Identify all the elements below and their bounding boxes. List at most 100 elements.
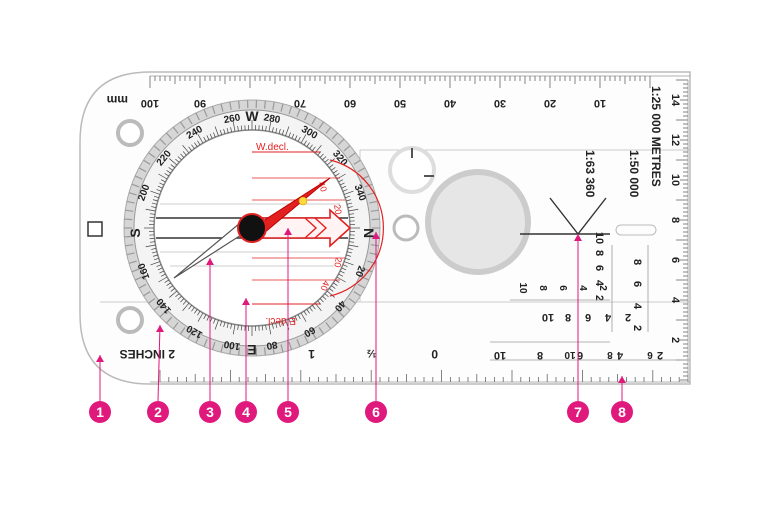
bezel-tick — [261, 325, 264, 331]
bezel-tick — [341, 267, 347, 271]
bezel-tick — [169, 158, 178, 166]
knurl — [143, 159, 151, 165]
row3-label: 8 — [537, 349, 543, 361]
bezel-tick — [158, 276, 168, 283]
bezel-tick — [153, 257, 159, 261]
knurl — [159, 138, 167, 146]
right-scale-label: 10 — [669, 174, 681, 186]
magnifier-lens — [425, 169, 531, 275]
bezel-tick — [153, 195, 159, 199]
knurl — [238, 347, 241, 356]
knurl — [172, 126, 179, 134]
knurl — [325, 126, 332, 134]
lanyard-square — [87, 221, 103, 237]
right-scale-label: 6 — [669, 257, 681, 263]
top-ruler-label: 60 — [344, 97, 356, 109]
bezel-tick — [333, 282, 338, 286]
bezel-tick — [188, 305, 192, 310]
callout-number: 8 — [618, 404, 626, 420]
row3-label: 6 — [577, 349, 583, 361]
knurl — [263, 347, 266, 356]
knurl — [148, 152, 156, 158]
row1-label: 2 — [597, 285, 608, 291]
bezel-tick — [149, 237, 155, 240]
bezel-tick — [324, 158, 329, 163]
knurl — [357, 283, 366, 289]
callout-number: 5 — [284, 404, 292, 420]
bezel-tick — [343, 190, 354, 195]
bezel-tick — [232, 324, 236, 335]
bezel-tick — [324, 293, 329, 298]
bezel-tick — [168, 167, 173, 171]
bezel-cardinal-e: E — [247, 342, 256, 358]
decl-tick-20a: 20 — [332, 204, 344, 216]
scale-63360-label: 4 — [593, 280, 605, 287]
bezel-tick — [265, 125, 267, 132]
bezel-tick — [347, 202, 353, 205]
top-ruler-label: 20 — [544, 97, 556, 109]
callout-arrowhead — [284, 228, 292, 235]
bezel-tick — [319, 298, 324, 303]
callout-arrowhead — [372, 232, 380, 239]
row3b-label: 6 — [647, 349, 653, 360]
knurl — [370, 244, 379, 247]
bezel-tick — [281, 129, 285, 135]
bezel-tick — [343, 261, 354, 266]
bezel-tick — [348, 241, 355, 243]
bezel-tick — [156, 189, 162, 192]
knurl — [179, 327, 186, 335]
bezel-tick — [203, 314, 207, 320]
knurl — [280, 344, 284, 353]
callout-circle — [567, 401, 589, 423]
knurl — [238, 100, 241, 109]
bezel-tick — [297, 136, 301, 142]
row1-label: 10 — [517, 282, 528, 294]
bezel-tick — [348, 244, 359, 248]
knurl — [124, 235, 133, 238]
knurl — [288, 106, 293, 115]
callout-circle — [277, 401, 299, 423]
bezel-tick — [149, 241, 156, 243]
knurl — [138, 283, 147, 289]
bezel-tick — [197, 134, 204, 144]
bezel-tick — [331, 167, 336, 171]
bezel-tick — [322, 156, 327, 161]
bezel-tick — [300, 134, 307, 144]
knurl — [131, 183, 140, 188]
orienting-arrow — [261, 208, 352, 248]
bezel-degree: 280 — [263, 112, 282, 126]
scale-slot — [615, 224, 657, 236]
row1-label: 8 — [537, 285, 548, 291]
bezel-tick — [345, 195, 351, 199]
bezel-tick — [240, 125, 243, 131]
bezel-tick — [232, 121, 236, 132]
bezel-tick — [213, 318, 216, 324]
top-ruler-label: 70 — [294, 97, 306, 109]
row2-label: 10 — [542, 311, 554, 323]
bezel-degree: 260 — [223, 112, 242, 126]
bezel-tick — [151, 202, 157, 205]
top-ruler-label: 10 — [594, 97, 606, 109]
bezel-tick — [160, 179, 166, 183]
bezel-tick — [341, 185, 347, 189]
knurl — [126, 200, 135, 204]
scale-63360-title: 1:63 360 — [583, 150, 597, 198]
right-scale-label: 12 — [669, 134, 681, 146]
decl-tick-20b: 20 — [332, 257, 344, 269]
bottom-ruler-label-half: ½ — [367, 347, 376, 359]
bezel-tick — [197, 312, 204, 322]
bezel-tick — [294, 315, 298, 321]
knurl — [195, 335, 200, 344]
scale-50000-label: 2 — [631, 325, 643, 331]
bezel-tick — [309, 307, 313, 312]
bezel-tick — [226, 323, 229, 329]
callout-arrowhead — [206, 258, 214, 265]
callout-arrowhead — [574, 234, 582, 241]
knurl — [357, 167, 366, 173]
knurl — [125, 209, 134, 212]
bezel-cardinal-s: S — [127, 228, 143, 237]
callout-circle — [365, 401, 387, 423]
knurl — [229, 101, 232, 110]
bezel-tick — [191, 307, 195, 312]
